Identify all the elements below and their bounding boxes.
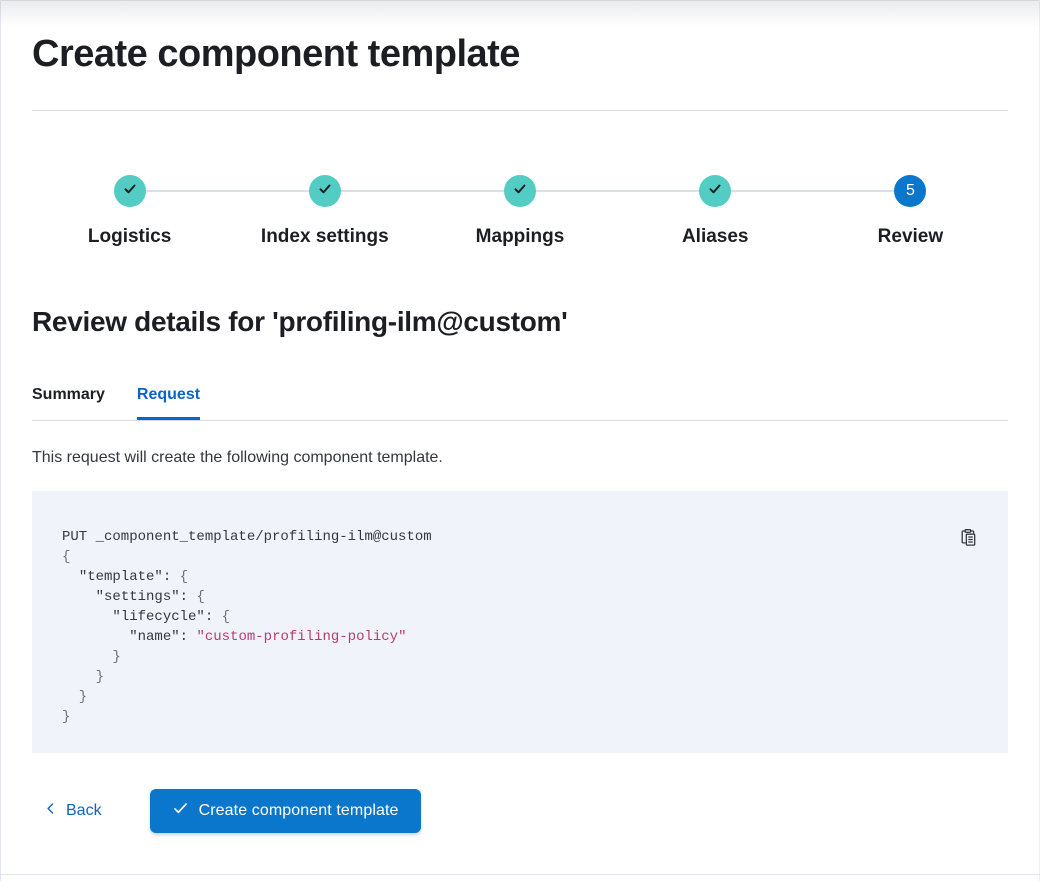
step-complete-badge (308, 175, 341, 207)
back-button[interactable]: Back (32, 789, 114, 833)
step-label: Aliases (681, 226, 749, 247)
check-icon (512, 181, 528, 202)
step-index-settings[interactable]: Index settings (227, 175, 422, 248)
chevron-left-icon (44, 801, 57, 821)
step-mappings[interactable]: Mappings (422, 175, 617, 248)
clipboard-copy-icon (959, 528, 978, 550)
step-label: Review (877, 226, 944, 247)
bottom-divider (0, 874, 1040, 875)
step-label: Mappings (475, 226, 565, 247)
step-complete-badge (699, 175, 732, 207)
check-icon (707, 181, 723, 202)
wizard-footer: Back Create component template (32, 789, 1008, 833)
step-complete-badge (113, 175, 146, 207)
copy-to-clipboard-button[interactable] (956, 527, 980, 551)
step-number-badge: 5 (894, 175, 927, 207)
create-component-template-button[interactable]: Create component template (149, 789, 421, 833)
request-json: PUT _component_template/profiling-ilm@cu… (62, 529, 432, 725)
back-label: Back (66, 802, 102, 819)
check-icon (317, 181, 333, 202)
header-divider (32, 110, 1008, 111)
request-code-block: PUT _component_template/profiling-ilm@cu… (32, 491, 1008, 753)
page-title: Create component template (32, 33, 520, 75)
create-button-label: Create component template (198, 802, 399, 819)
create-component-template-wizard: Create component template Logistics Inde… (32, 0, 1008, 833)
check-icon (172, 800, 189, 822)
step-label: Logistics (87, 226, 172, 247)
check-icon (122, 181, 138, 202)
step-label: Index settings (260, 226, 389, 247)
tab-bar: Summary Request (32, 384, 1008, 421)
step-complete-badge (504, 175, 536, 207)
tab-request[interactable]: Request (136, 384, 201, 420)
step-review[interactable]: 5 Review (813, 175, 1008, 248)
request-description: This request will create the following c… (32, 449, 443, 466)
step-number: 5 (905, 182, 915, 199)
step-aliases[interactable]: Aliases (618, 175, 813, 248)
review-heading: Review details for 'profiling-ilm@custom… (32, 306, 568, 337)
step-progress-bar: Logistics Index settings Mappings (32, 175, 1008, 248)
step-logistics[interactable]: Logistics (32, 175, 227, 248)
tab-summary[interactable]: Summary (32, 386, 105, 403)
